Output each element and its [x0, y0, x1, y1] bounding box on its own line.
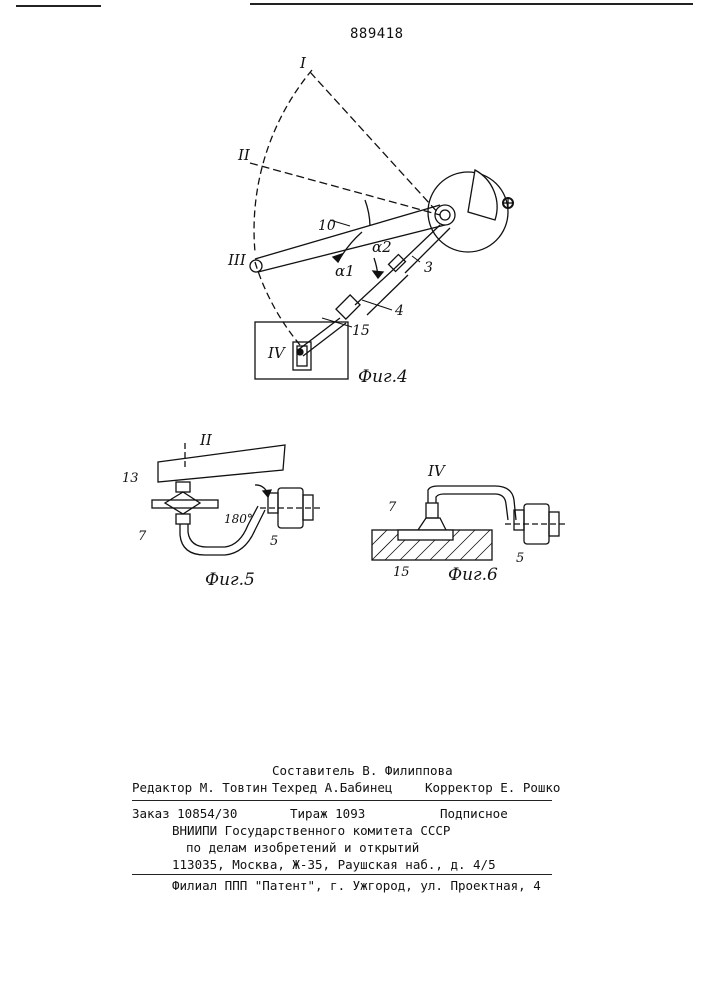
cylinder-4-cap	[336, 295, 360, 319]
colophon-circulation: Тираж 1093	[290, 808, 365, 821]
arc-lower	[255, 262, 300, 345]
angle-arc-top	[365, 200, 370, 226]
colophon-techred: Техред А.Бабинец	[272, 782, 392, 795]
fig4-pos-III: III	[227, 251, 247, 269]
fig4-ref-15: 15	[352, 323, 370, 339]
fig6-pipe-inner	[436, 494, 508, 520]
colophon-editor: Редактор М. Товтин	[132, 782, 267, 795]
fig5-ref-5: 5	[270, 534, 278, 549]
fig4-ref-4: 4	[394, 303, 404, 319]
fig5-caption: Фиг.5	[205, 570, 255, 590]
fig5-ref-13: 13	[122, 471, 139, 486]
colophon-org-line1: ВНИИПИ Государственного комитета СССР	[172, 825, 450, 838]
colophon-order: Заказ 10854/30	[132, 808, 237, 821]
figure-5: II 13 7 5 180° Фиг.5	[122, 431, 320, 590]
fig5-plate	[152, 500, 218, 508]
fig4-ref-10: 10	[318, 218, 336, 234]
colophon-org-line2: по делам изобретений и открытий	[186, 842, 419, 855]
fig4-pos-II: II	[237, 146, 251, 164]
fig4-pos-I: I	[299, 54, 307, 72]
fig6-pos-IV: IV	[427, 462, 447, 480]
fig6-plate	[398, 530, 453, 540]
arc-of-positions	[254, 70, 312, 252]
fig5-pos-II: II	[199, 431, 213, 449]
colophon-subscription: Подписное	[440, 808, 508, 821]
fig5-angle: 180°	[224, 512, 253, 526]
fig4-angle-a1: α1	[335, 262, 355, 280]
fig6-ref-7: 7	[388, 500, 397, 515]
fig6-gripper	[418, 518, 446, 530]
fig5-gripper-cone	[165, 492, 200, 514]
fig4-ref-3: 3	[424, 260, 433, 276]
rod-4-a	[298, 318, 340, 350]
position-line-II	[250, 163, 440, 215]
colophon-rule-1	[132, 800, 552, 801]
figure-6: IV 7 15 5 Фиг.6	[372, 462, 568, 585]
fig6-ref-5: 5	[516, 551, 524, 566]
figure-4: I II III IV 10 3 4 15 α1 α2 Фиг.4	[227, 54, 513, 387]
fig5-arm-section	[158, 445, 285, 482]
fig6-caption: Фиг.6	[448, 565, 498, 585]
fig5-ref-7: 7	[138, 529, 147, 544]
fig4-pos-IV: IV	[267, 344, 287, 362]
technical-drawings: I II III IV 10 3 4 15 α1 α2 Фиг.4 II 13 …	[0, 0, 707, 700]
colophon-rule-2	[132, 874, 552, 875]
colophon-address: 113035, Москва, Ж-35, Раушская наб., д. …	[172, 859, 496, 872]
position-line-I	[310, 72, 440, 215]
rod-collar	[389, 255, 406, 272]
colophon-branch: Филиал ППП "Патент", г. Ужгород, ул. Про…	[172, 880, 541, 893]
colophon-compiler: Составитель В. Филиппова	[272, 765, 453, 778]
rod-4-b	[303, 323, 346, 356]
colophon-corrector: Корректор Е. Рошко	[425, 782, 560, 795]
fig4-caption: Фиг.4	[358, 367, 408, 387]
fig4-angle-a2: α2	[372, 238, 392, 256]
pivot-inner	[440, 210, 450, 220]
drive-sector	[468, 170, 497, 220]
fig6-pipe-outer	[428, 486, 516, 520]
fig6-ref-15: 15	[393, 565, 410, 580]
